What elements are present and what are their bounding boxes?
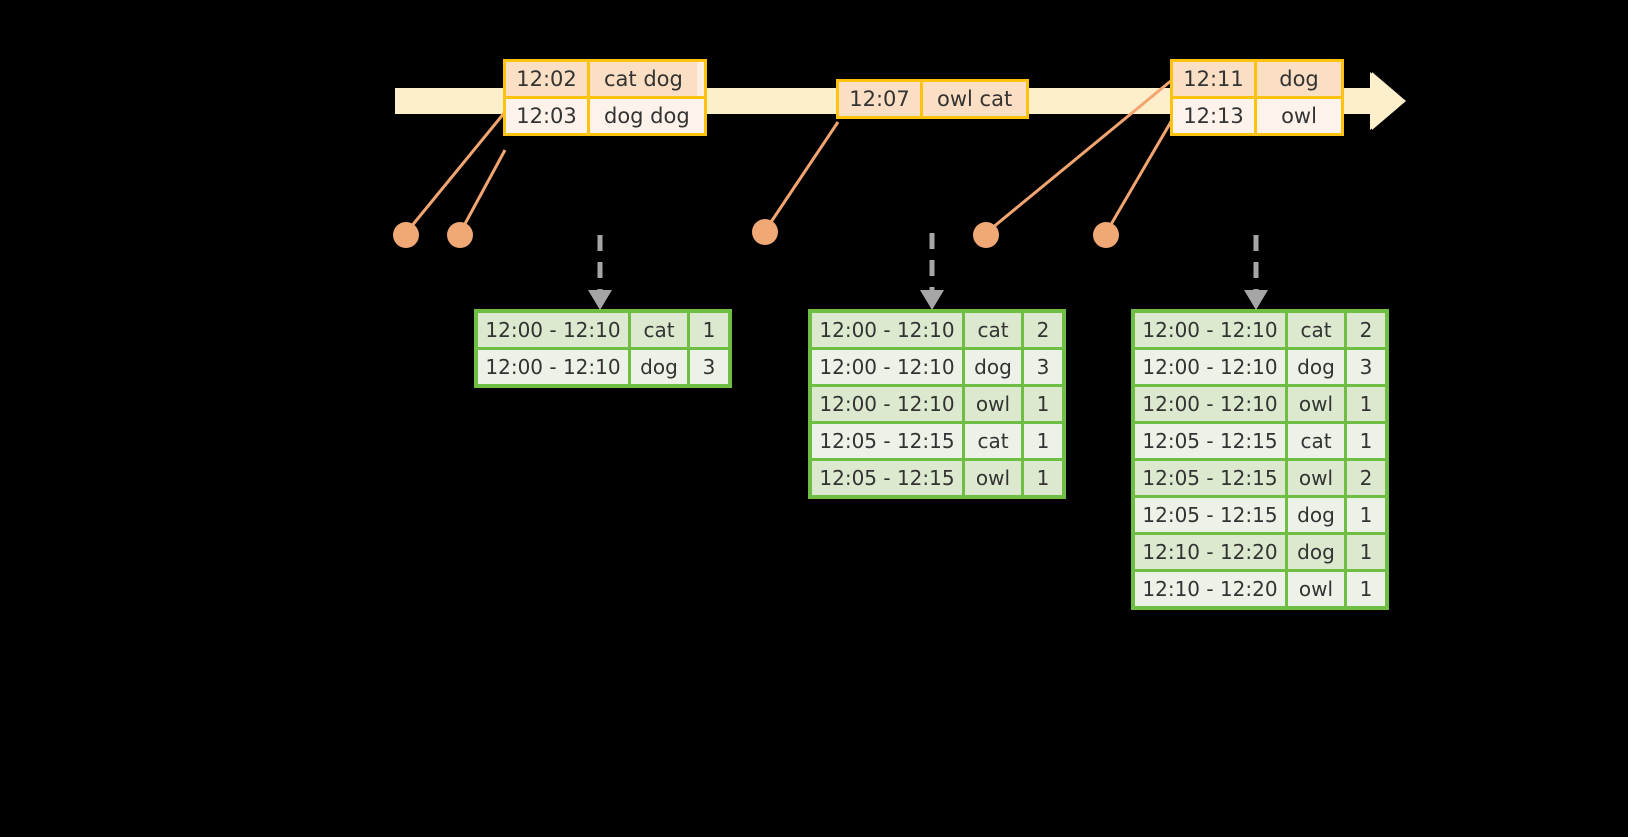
- cell-key: owl: [1288, 461, 1344, 495]
- cell-count: 1: [1347, 498, 1385, 532]
- cell-count: 2: [1024, 313, 1062, 347]
- cell-window: 12:05 - 12:15: [812, 424, 962, 458]
- cell-key: dog: [965, 350, 1021, 384]
- table-row[interactable]: 12:05 - 12:15 owl 1: [812, 461, 1062, 495]
- cell-count: 1: [690, 313, 728, 347]
- cell-key: cat: [1288, 424, 1344, 458]
- cell-window: 12:00 - 12:10: [478, 350, 628, 384]
- cell-count: 1: [1347, 424, 1385, 458]
- emit-arrowheads: [588, 290, 1268, 310]
- event-time: 12:02: [506, 62, 590, 96]
- timeline-arrowhead-shaft: [1355, 72, 1406, 130]
- table-row[interactable]: 12:10 - 12:20 dog 1: [1135, 535, 1385, 569]
- cell-count: 1: [1347, 535, 1385, 569]
- table-row[interactable]: 12:00 - 12:10 cat 2: [1135, 313, 1385, 347]
- cell-window: 12:10 - 12:20: [1135, 535, 1285, 569]
- event-value: dog dog: [590, 99, 704, 133]
- cell-key: owl: [965, 387, 1021, 421]
- table-row[interactable]: 12:05 - 12:15 cat 1: [812, 424, 1062, 458]
- emit-arrowhead-1: [588, 290, 612, 310]
- result-table-1[interactable]: 12:00 - 12:10 cat 1 12:00 - 12:10 dog 3: [474, 309, 732, 388]
- cell-count: 1: [1024, 424, 1062, 458]
- result-table-2[interactable]: 12:00 - 12:10 cat 2 12:00 - 12:10 dog 3 …: [808, 309, 1066, 499]
- cell-window: 12:10 - 12:20: [1135, 572, 1285, 606]
- cell-key: dog: [1288, 498, 1344, 532]
- cell-count: 1: [1347, 387, 1385, 421]
- cell-key: cat: [631, 313, 687, 347]
- table-row[interactable]: 12:05 - 12:15 cat 1: [1135, 424, 1385, 458]
- cell-window: 12:05 - 12:15: [812, 461, 962, 495]
- event-row[interactable]: 12:13 owl: [1173, 96, 1341, 133]
- connector-line-2: [458, 149, 507, 234]
- cell-count: 1: [1024, 387, 1062, 421]
- event-dot-1: [393, 222, 419, 248]
- cell-key: owl: [1288, 387, 1344, 421]
- cell-window: 12:05 - 12:15: [1135, 424, 1285, 458]
- event-group-1[interactable]: 12:02 cat dog 12:03 dog dog: [503, 59, 707, 136]
- table-row[interactable]: 12:00 - 12:10 dog 3: [812, 350, 1062, 384]
- cell-window: 12:00 - 12:10: [812, 313, 962, 347]
- table-row[interactable]: 12:00 - 12:10 dog 3: [478, 350, 728, 384]
- event-time: 12:07: [839, 82, 923, 116]
- cell-key: dog: [1288, 535, 1344, 569]
- cell-count: 3: [690, 350, 728, 384]
- event-row[interactable]: 12:03 dog dog: [506, 96, 704, 133]
- cell-window: 12:05 - 12:15: [1135, 461, 1285, 495]
- cell-window: 12:00 - 12:10: [1135, 313, 1285, 347]
- event-value: owl: [1257, 99, 1341, 133]
- cell-count: 1: [1024, 461, 1062, 495]
- cell-window: 12:05 - 12:15: [1135, 498, 1285, 532]
- cell-count: 3: [1347, 350, 1385, 384]
- result-table-3[interactable]: 12:00 - 12:10 cat 2 12:00 - 12:10 dog 3 …: [1131, 309, 1389, 610]
- cell-count: 2: [1347, 313, 1385, 347]
- cell-window: 12:00 - 12:10: [1135, 387, 1285, 421]
- table-row[interactable]: 12:10 - 12:20 owl 1: [1135, 572, 1385, 606]
- cell-key: cat: [965, 313, 1021, 347]
- cell-window: 12:00 - 12:10: [812, 350, 962, 384]
- connector-line-1: [404, 111, 507, 234]
- event-value: owl cat: [923, 82, 1027, 116]
- event-row[interactable]: 12:11 dog: [1173, 62, 1341, 96]
- event-row[interactable]: 12:02 cat dog: [506, 62, 704, 96]
- cell-key: dog: [631, 350, 687, 384]
- connector-line-3: [763, 121, 840, 232]
- cell-key: cat: [1288, 313, 1344, 347]
- event-dots: [393, 219, 1119, 248]
- emit-arrowhead-3: [1244, 290, 1268, 310]
- connector-line-5: [1104, 119, 1174, 234]
- table-row[interactable]: 12:05 - 12:15 dog 1: [1135, 498, 1385, 532]
- cell-count: 2: [1347, 461, 1385, 495]
- event-time: 12:13: [1173, 99, 1257, 133]
- table-row[interactable]: 12:00 - 12:10 dog 3: [1135, 350, 1385, 384]
- event-dot-2: [447, 222, 473, 248]
- table-row[interactable]: 12:00 - 12:10 cat 2: [812, 313, 1062, 347]
- cell-key: owl: [1288, 572, 1344, 606]
- event-dot-5: [1093, 222, 1119, 248]
- cell-key: cat: [965, 424, 1021, 458]
- event-row[interactable]: 12:07 owl cat: [839, 82, 1027, 116]
- cell-window: 12:00 - 12:10: [1135, 350, 1285, 384]
- cell-window: 12:00 - 12:10: [478, 313, 628, 347]
- event-time: 12:03: [506, 99, 590, 133]
- cell-key: dog: [1288, 350, 1344, 384]
- cell-window: 12:00 - 12:10: [812, 387, 962, 421]
- event-group-3[interactable]: 12:11 dog 12:13 owl: [1170, 59, 1344, 136]
- emit-arrows: [597, 233, 1259, 292]
- table-row[interactable]: 12:05 - 12:15 owl 2: [1135, 461, 1385, 495]
- emit-arrowhead-2: [920, 290, 944, 310]
- cell-count: 3: [1024, 350, 1062, 384]
- table-row[interactable]: 12:00 - 12:10 owl 1: [1135, 387, 1385, 421]
- event-dot-4: [973, 222, 999, 248]
- timeline-arrowhead: [1370, 72, 1405, 130]
- event-group-2[interactable]: 12:07 owl cat: [836, 79, 1030, 119]
- table-row[interactable]: 12:00 - 12:10 cat 1: [478, 313, 728, 347]
- cell-count: 1: [1347, 572, 1385, 606]
- table-row[interactable]: 12:00 - 12:10 owl 1: [812, 387, 1062, 421]
- event-time: 12:11: [1173, 62, 1257, 96]
- event-value: cat dog: [590, 62, 697, 96]
- cell-key: owl: [965, 461, 1021, 495]
- event-value: dog: [1257, 62, 1341, 96]
- event-dot-3: [752, 219, 778, 245]
